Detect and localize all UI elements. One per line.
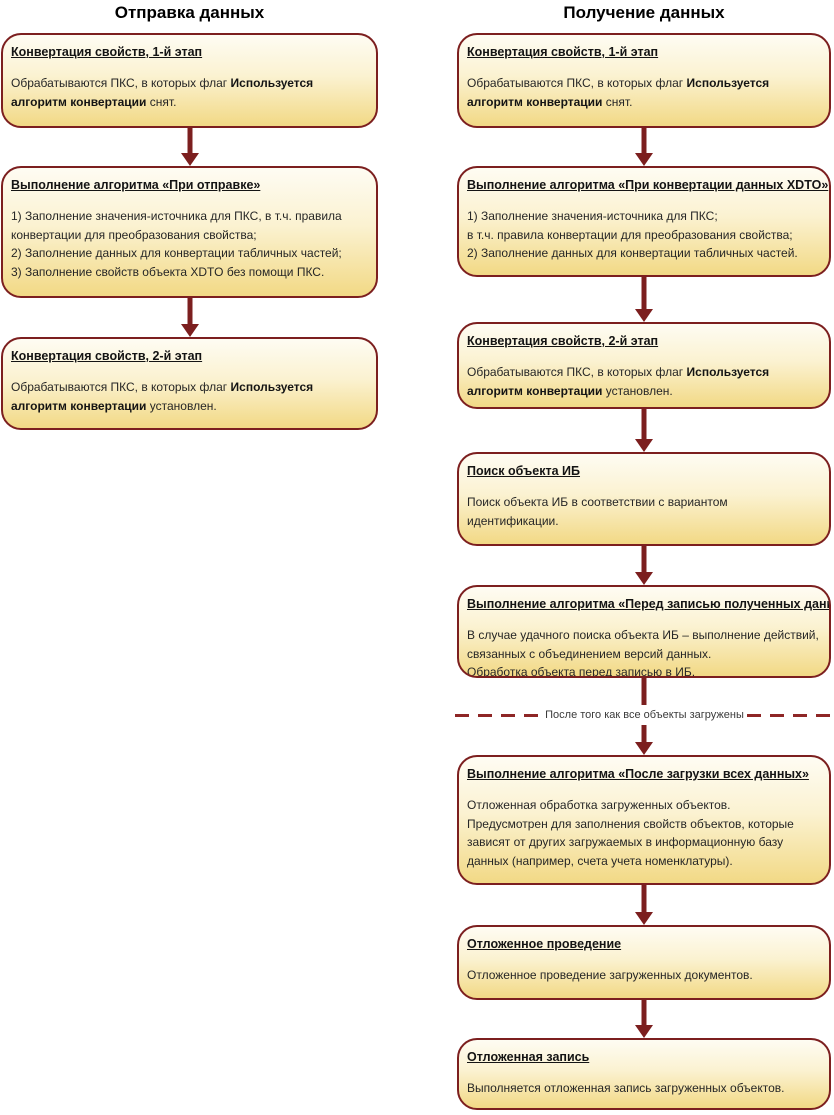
column-receive-data: Получение данных Конвертация свойств, 1-… — [455, 0, 834, 1110]
box-body: В случае удачного поиска объекта ИБ – вы… — [467, 628, 819, 678]
column-send-data: Отправка данных Конвертация свойств, 1-й… — [1, 0, 378, 430]
arrow-head-icon — [635, 912, 653, 925]
flow-box: Выполнение алгоритма «Перед записью полу… — [457, 585, 831, 678]
box-body: Поиск объекта ИБ в соответствии с вариан… — [467, 495, 728, 528]
arrow-head-icon — [635, 572, 653, 585]
column-title-receive: Получение данных — [563, 3, 725, 22]
arrow-head-icon — [635, 742, 653, 755]
arrow-down-connector — [457, 128, 831, 166]
box-body: 1) Заполнение значения-источника для ПКС… — [11, 209, 342, 279]
box-header: Отложенная запись — [467, 1050, 590, 1064]
arrow-shaft — [641, 885, 647, 912]
box-header: Выполнение алгоритма «После загрузки все… — [467, 767, 809, 781]
box-header: Выполнение алгоритма «При конвертации да… — [467, 178, 829, 192]
dashed-line-row: После того как все объекты загружены — [455, 705, 834, 725]
arrow-down-connector — [457, 546, 831, 585]
arrow-down-connector — [457, 409, 831, 452]
divider-label: После того как все объекты загружены — [542, 705, 747, 725]
arrow-head-icon — [635, 153, 653, 166]
box-header: Конвертация свойств, 1-й этап — [11, 45, 203, 59]
arrow-down-connector — [457, 1000, 831, 1038]
box-body: Выполняется отложенная запись загруженны… — [467, 1081, 785, 1095]
arrow-head-icon — [635, 309, 653, 322]
arrow-down-connector — [1, 298, 378, 337]
box-body: Отложенное проведение загруженных докуме… — [467, 968, 753, 982]
box-body: Обрабатываются ПКС, в которых флаг Испол… — [467, 76, 770, 109]
flow-box: Поиск объекта ИБ Поиск объекта ИБ в соотв… — [457, 452, 831, 546]
box-body: Обрабатываются ПКС, в которых флаг Испол… — [11, 76, 314, 109]
arrow-shaft — [641, 409, 647, 439]
box-header: Отложенное проведение — [467, 937, 622, 951]
flow-box: Выполнение алгоритма «При отправке» 1) За… — [1, 166, 378, 298]
arrow-shaft — [641, 277, 647, 309]
box-header: Выполнение алгоритма «Перед записью полу… — [467, 597, 831, 611]
arrow-shaft — [187, 128, 192, 153]
box-body: 1) Заполнение значения-источника для ПКС… — [467, 209, 798, 261]
loaded-objects-divider: После того как все объекты загружены — [455, 678, 834, 755]
box-header: Поиск объекта ИБ — [467, 464, 581, 478]
dashed-line-segment — [746, 713, 834, 717]
box-header: Конвертация свойств, 2-й этап — [467, 334, 659, 348]
arrow-shaft — [641, 1000, 647, 1025]
column-title-send: Отправка данных — [114, 3, 265, 22]
box-header: Выполнение алгоритма «При отправке» — [11, 178, 261, 192]
box-body: Обрабатываются ПКС, в которых флаг Испол… — [11, 380, 314, 413]
arrow-down-connector — [457, 277, 831, 322]
flow-box: Выполнение алгоритма «После загрузки все… — [457, 755, 831, 885]
arrow-shaft — [187, 298, 192, 324]
arrow-down-connector — [457, 885, 831, 925]
arrow-head-icon — [180, 324, 199, 337]
box-header: Конвертация свойств, 1-й этап — [467, 45, 659, 59]
arrow-head-icon — [635, 1025, 653, 1038]
dashed-line-segment — [455, 713, 543, 717]
arrow-shaft — [641, 128, 647, 153]
arrow-down-connector — [1, 128, 378, 166]
arrow-head-icon — [180, 153, 199, 166]
box-body: Отложенная обработка загруженных объекто… — [467, 798, 794, 868]
arrow-head-icon — [635, 439, 653, 452]
box-header: Конвертация свойств, 2-й этап — [11, 349, 203, 363]
arrow-shaft — [641, 546, 647, 572]
box-body: Обрабатываются ПКС, в которых флаг Испол… — [467, 365, 770, 398]
flow-box: Выполнение алгоритма «При конвертации да… — [457, 166, 831, 277]
